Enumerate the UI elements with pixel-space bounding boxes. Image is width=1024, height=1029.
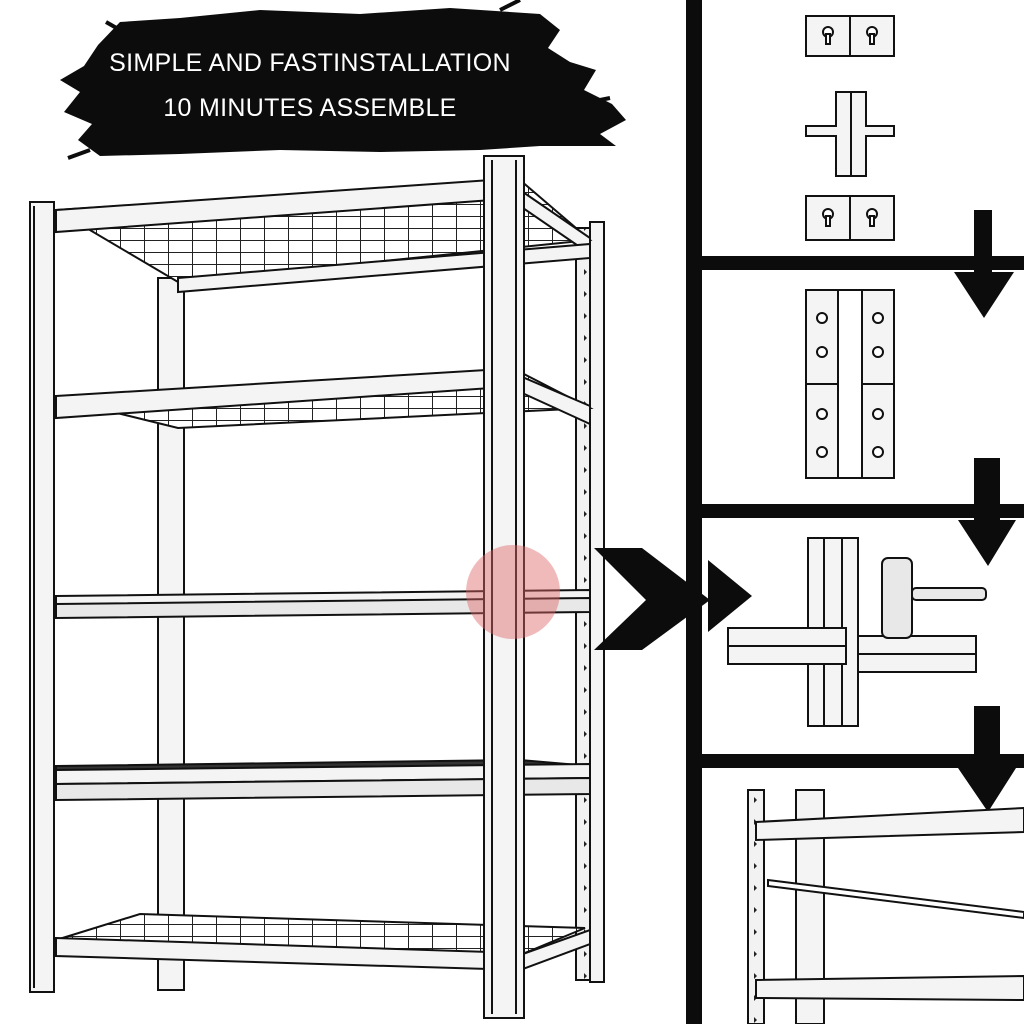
down-arrow-icon bbox=[954, 210, 1014, 318]
banner-brush-stroke bbox=[60, 0, 626, 160]
rear-left-upright bbox=[157, 277, 185, 991]
step-2-upright-joint bbox=[805, 289, 895, 479]
shelving-unit-illustration bbox=[29, 155, 605, 1019]
shelf-2 bbox=[55, 366, 594, 430]
shelf-4 bbox=[55, 758, 591, 802]
banner-subtitle: 10 MINUTES ASSEMBLE bbox=[163, 94, 457, 122]
down-arrow-icon bbox=[958, 706, 1016, 812]
pointer-arrowhead-icon bbox=[708, 560, 752, 632]
step-4-assembled-shelf bbox=[747, 789, 1024, 1025]
down-arrow-icon bbox=[958, 458, 1016, 566]
joint-highlight-circle bbox=[466, 545, 560, 639]
pointer-chevron-icon bbox=[594, 548, 710, 650]
shelf-3 bbox=[55, 588, 591, 620]
step-panel-frame bbox=[686, 0, 1024, 1024]
step-1-connector-parts bbox=[805, 15, 895, 241]
banner-title: SIMPLE AND FASTINSTALLATION bbox=[109, 49, 511, 77]
rubber-mallet-icon bbox=[881, 557, 987, 639]
rear-right-upright-face bbox=[589, 221, 605, 983]
front-right-upright bbox=[483, 155, 525, 1019]
step-3-beam-install bbox=[727, 537, 977, 727]
shelf-5 bbox=[55, 912, 591, 972]
